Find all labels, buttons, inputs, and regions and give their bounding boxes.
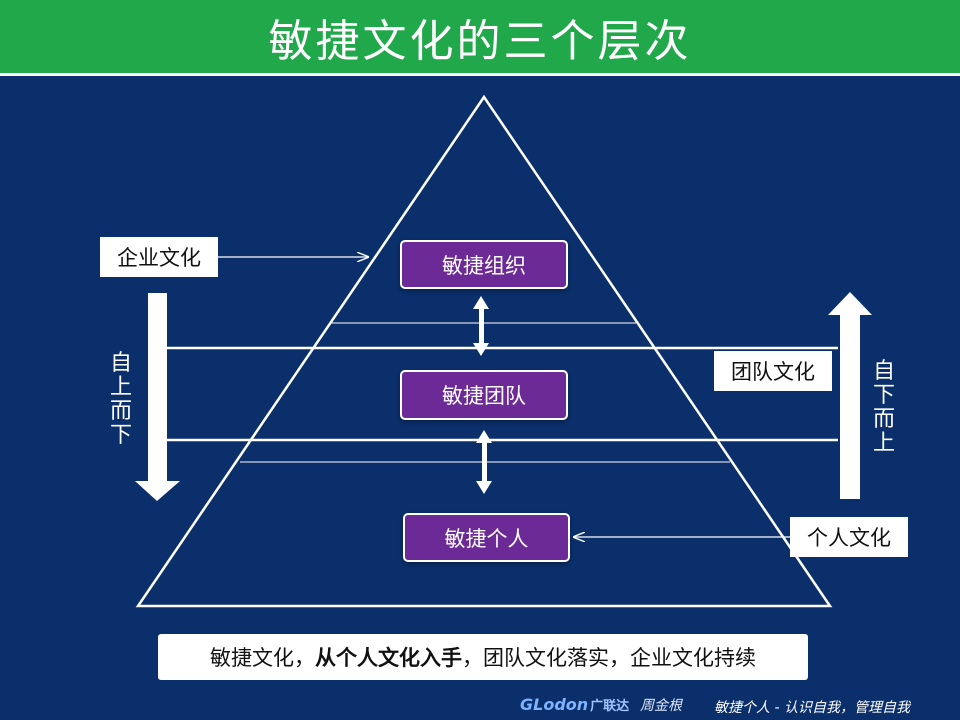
- double-arrow-team-personal: [476, 430, 492, 494]
- level-box-org: 敏捷组织: [400, 240, 568, 289]
- pyramid-diagram: [135, 94, 872, 608]
- logo-latin-text: GLodon: [520, 694, 589, 714]
- footer-slogan: 敏捷个人 - 认识自我，管理自我: [714, 700, 910, 716]
- footer-author: 周金根: [640, 698, 682, 714]
- level-box-personal: 敏捷个人: [403, 513, 570, 562]
- summary-part3: ，团队文化落实，企业文化持续: [462, 646, 756, 670]
- team-culture-label: 团队文化: [714, 351, 832, 391]
- slide-title: 敏捷文化的三个层次: [0, 0, 960, 76]
- company-logo: GLodon 广联达: [520, 694, 629, 714]
- summary-part1: 敏捷文化，: [210, 646, 315, 670]
- enterprise-culture-label: 企业文化: [100, 237, 218, 277]
- double-arrow-org-team: [473, 296, 489, 356]
- pyramid-outline: [135, 94, 833, 608]
- summary-bar: 敏捷文化，从个人文化入手，团队文化落实，企业文化持续: [158, 634, 808, 680]
- top-down-label: 自上而下: [109, 351, 132, 448]
- summary-part2-bold: 从个人文化入手: [315, 646, 462, 670]
- logo-cn-text: 广联达: [590, 698, 630, 714]
- bottom-up-label: 自下而上: [872, 359, 895, 456]
- bottom-up-arrow: [828, 292, 872, 499]
- personal-culture-label: 个人文化: [790, 517, 908, 557]
- level-box-team: 敏捷团队: [400, 370, 568, 420]
- top-down-arrow: [135, 293, 180, 501]
